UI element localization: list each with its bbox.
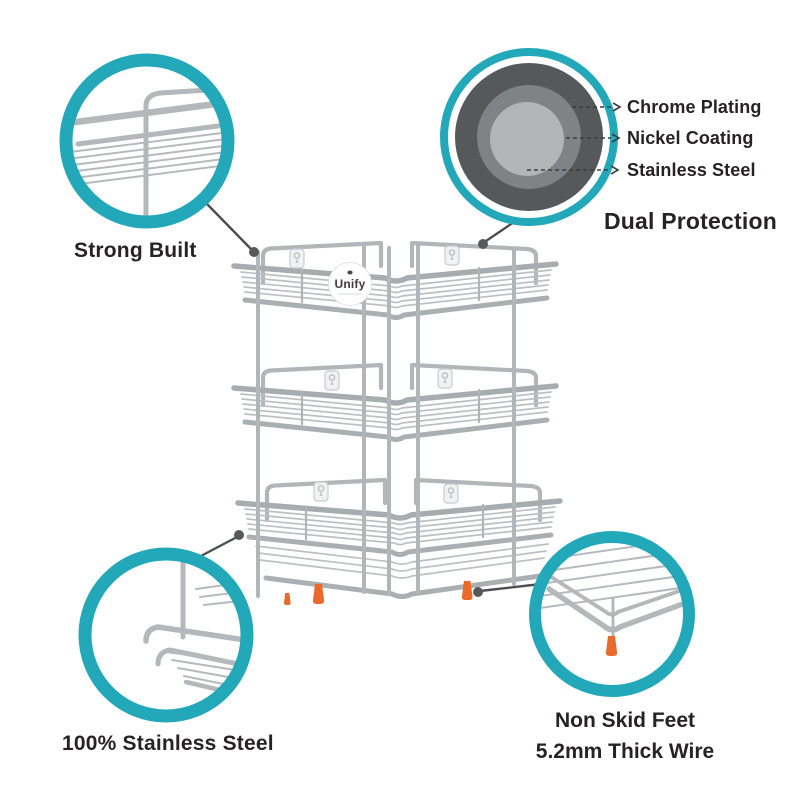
label-nickel-coating: Nickel Coating	[627, 128, 754, 148]
connector-dot	[234, 530, 244, 540]
label-non-skid-block: Non Skid Feet 5.2mm Thick Wire	[495, 705, 755, 767]
teal-ring	[440, 48, 618, 226]
logo-leaf-icon	[347, 270, 353, 275]
logo-badge-text: Unify	[334, 277, 366, 291]
shelf-tiers	[234, 243, 560, 555]
shelf-tier-bottom	[238, 480, 560, 555]
product-illustration	[234, 243, 560, 605]
label-100-stainless-steel: 100% Stainless Steel	[62, 732, 274, 755]
connector-dot	[249, 247, 259, 257]
label-wire-thickness: 5.2mm Thick Wire	[535, 740, 715, 763]
tier-bottom-front-face	[255, 543, 549, 599]
callout-circle-strong-built	[59, 53, 235, 229]
shelf-tier-top	[234, 243, 556, 318]
connector-line-stainless	[197, 535, 239, 559]
connector-dot	[473, 587, 483, 597]
connector-line-non-skid	[478, 582, 543, 593]
orange-foot	[283, 593, 291, 605]
magnified-rail-art	[72, 87, 222, 216]
layer-pointer-arrows	[527, 102, 622, 175]
label-dual-protection: Dual Protection	[604, 208, 777, 234]
connector-line-strong-built	[205, 202, 253, 251]
shelf-tier-middle	[234, 365, 556, 440]
coating-layers-diagram	[440, 48, 622, 226]
logo-badge	[328, 262, 372, 306]
teal-ring	[78, 547, 254, 723]
label-strong-built: Strong Built	[74, 239, 197, 262]
teal-ring	[529, 531, 695, 697]
connector-line-dual-protection	[484, 220, 516, 243]
callout-connectors	[197, 202, 543, 597]
steel-layer-circle	[490, 102, 564, 176]
connector-dot	[478, 239, 488, 249]
label-stainless-steel: Stainless Steel	[627, 160, 756, 180]
teal-ring	[59, 53, 235, 229]
label-chrome-plating: Chrome Plating	[627, 97, 762, 117]
callout-circle-stainless	[78, 547, 254, 723]
callout-circle-non-skid	[529, 531, 695, 697]
shelf-rods	[256, 244, 516, 598]
label-non-skid-feet: Non Skid Feet	[554, 709, 696, 732]
